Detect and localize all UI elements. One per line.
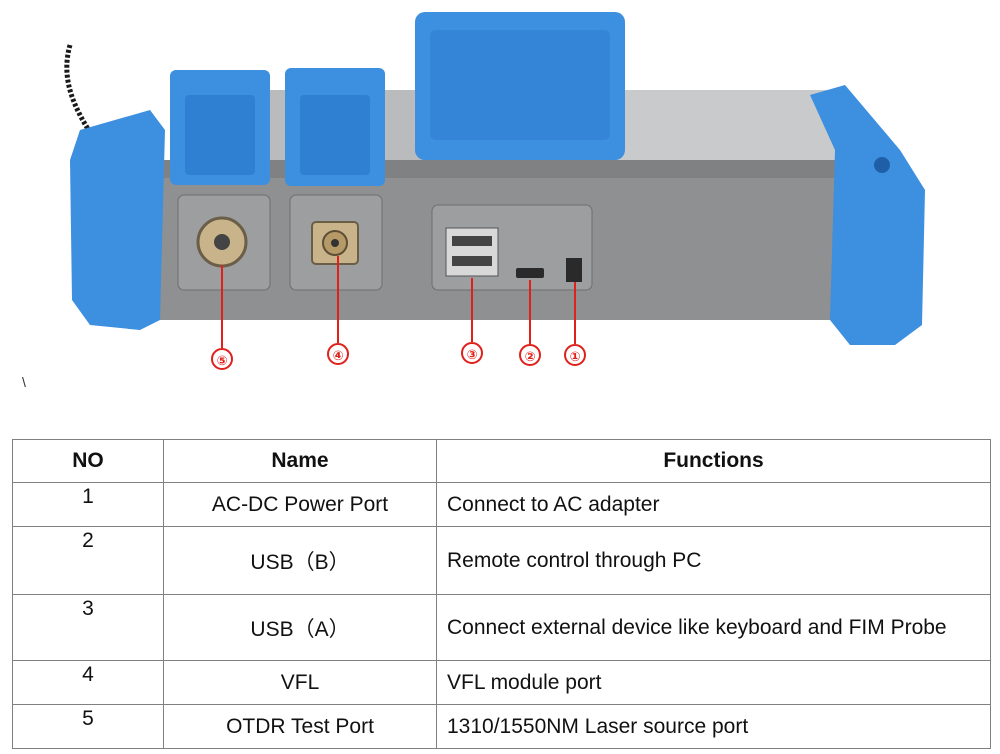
header-name: Name xyxy=(163,439,437,483)
cell-function: 1310/1550NM Laser source port xyxy=(436,704,991,749)
cell-no: 4 xyxy=(12,660,164,705)
cell-name: OTDR Test Port xyxy=(163,704,437,749)
cell-no: 1 xyxy=(12,482,164,527)
callout-2: ② xyxy=(519,344,541,366)
cell-name: VFL xyxy=(163,660,437,705)
header-functions: Functions xyxy=(436,439,991,483)
callout-4: ④ xyxy=(327,343,349,365)
left-bumper xyxy=(70,110,165,330)
usb-b-port xyxy=(516,268,544,278)
device-photo xyxy=(64,12,925,348)
cell-name: USB（A） xyxy=(163,594,437,661)
callout-1: ① xyxy=(564,344,586,366)
table-row: 5 OTDR Test Port 1310/1550NM Laser sourc… xyxy=(12,704,991,749)
cell-function: Connect external device like keyboard an… xyxy=(436,594,991,661)
cell-name: USB（B） xyxy=(163,526,437,595)
table-row: 4 VFL VFL module port xyxy=(12,660,991,705)
header-no: NO xyxy=(12,439,164,483)
stray-mark: \ xyxy=(22,374,26,390)
table-row: 3 USB（A） Connect external device like ke… xyxy=(12,594,991,661)
table-row: 2 USB（B） Remote control through PC xyxy=(12,526,991,595)
cell-function: Remote control through PC xyxy=(436,526,991,595)
right-bumper xyxy=(810,85,925,345)
cell-name: AC-DC Power Port xyxy=(163,482,437,527)
cell-function: Connect to AC adapter xyxy=(436,482,991,527)
port-function-table: NO Name Functions 1 AC-DC Power Port Con… xyxy=(12,439,991,749)
power-port xyxy=(566,258,582,282)
cell-function: VFL module port xyxy=(436,660,991,705)
cell-no: 3 xyxy=(12,594,164,661)
table-header-row: NO Name Functions xyxy=(12,439,991,483)
cell-no: 5 xyxy=(12,704,164,749)
callout-3: ③ xyxy=(461,342,483,364)
usb-a-port xyxy=(445,227,499,277)
callout-5: ⑤ xyxy=(211,348,233,370)
cell-no: 2 xyxy=(12,526,164,595)
table-row: 1 AC-DC Power Port Connect to AC adapter xyxy=(12,482,991,527)
